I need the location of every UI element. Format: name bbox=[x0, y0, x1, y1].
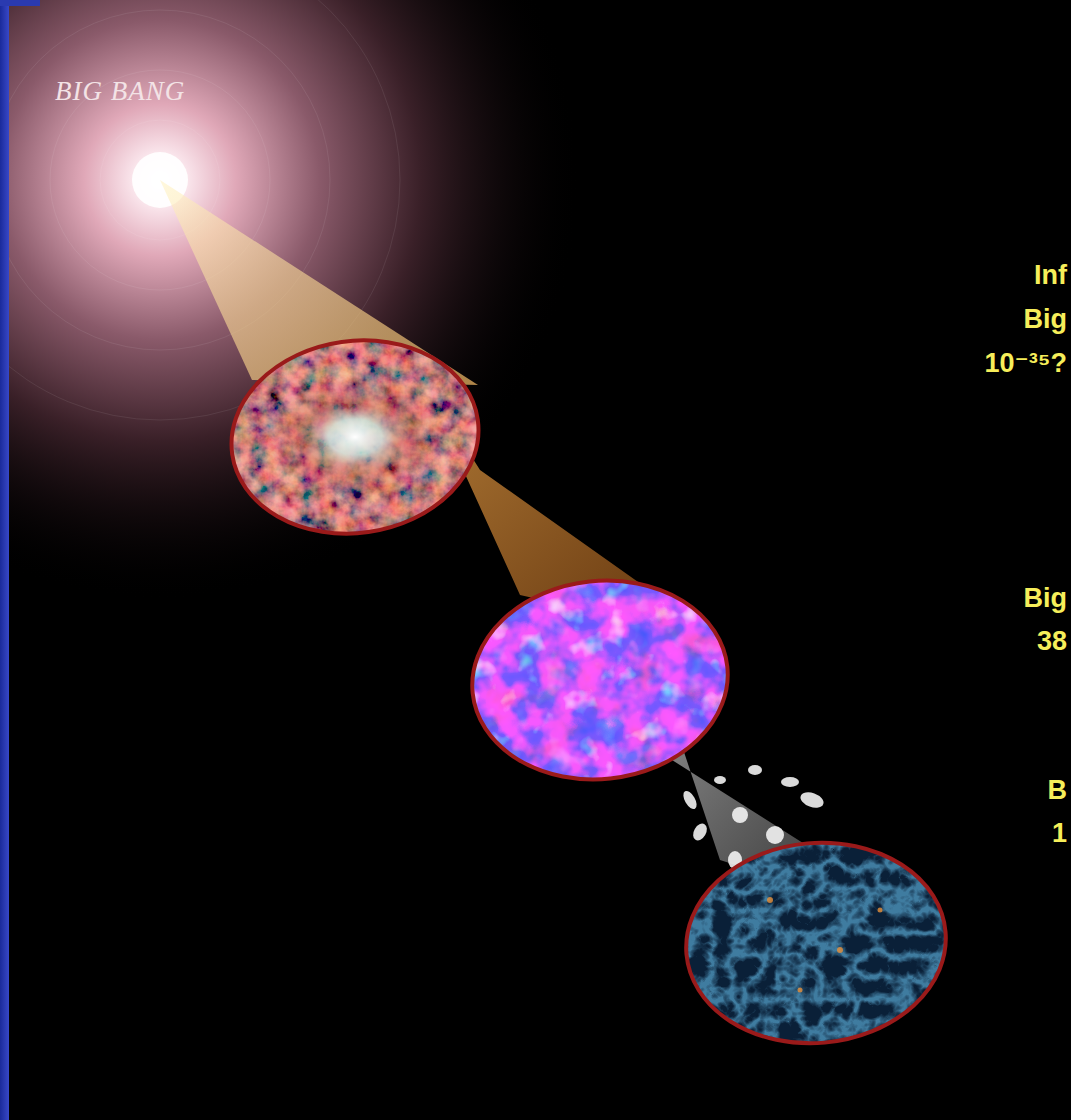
era-label: Big bbox=[1024, 306, 1068, 333]
era-label: Big bbox=[1024, 585, 1068, 612]
title-label: BIG BANG bbox=[55, 78, 185, 105]
era-label: Inf bbox=[1034, 262, 1067, 289]
era-label: 10⁻³⁵? bbox=[985, 350, 1067, 377]
era-label: 38 bbox=[1037, 628, 1067, 655]
era-label: B bbox=[1048, 777, 1068, 804]
era-label: 1 bbox=[1052, 820, 1067, 847]
